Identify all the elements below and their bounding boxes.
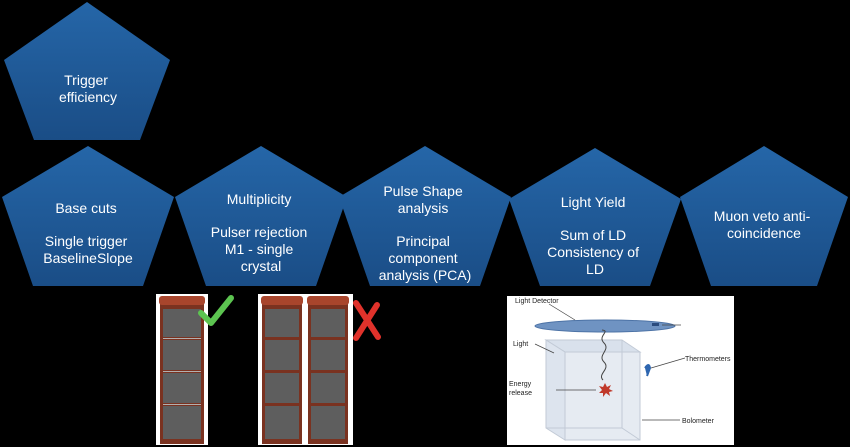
- pentagon-multiplicity: Multiplicity Pulser rejection M1 - singl…: [175, 146, 347, 286]
- pentagon-label: Base cuts Single trigger BaselineSlope: [43, 200, 133, 266]
- pentagon-label: Multiplicity Pulser rejection M1 - singl…: [211, 191, 311, 274]
- cross-mark-icon: [353, 300, 381, 341]
- pentagon-shape: [2, 146, 174, 286]
- pentagon-base-cuts: Base cuts Single trigger BaselineSlope: [2, 146, 174, 286]
- light-detector-schematic: Light Detector Light Energy release Ther…: [507, 296, 734, 445]
- pentagon-shape: [509, 148, 681, 286]
- pentagon-light-yield: Light Yield Sum of LD Consistency of LD: [509, 148, 681, 286]
- pentagon-label: Muon veto anti- coincidence: [714, 208, 814, 241]
- pentagon-muon-veto: Muon veto anti- coincidence: [680, 146, 848, 286]
- label-release: release: [509, 390, 532, 397]
- pentagon-shape: [4, 2, 170, 140]
- check-mark-icon: [198, 295, 234, 326]
- label-light-detector: Light Detector: [515, 298, 559, 305]
- pentagon-label: Trigger efficiency: [59, 72, 117, 105]
- label-bolometer: Bolometer: [682, 418, 715, 425]
- light-wave: [601, 329, 607, 381]
- pentagon-shape: [680, 146, 848, 286]
- pentagon-label: Pulse Shape analysis Principal component…: [379, 183, 472, 283]
- pentagon-shape: [175, 146, 347, 286]
- double-tower-image: [258, 294, 353, 445]
- thermometer: [644, 364, 652, 377]
- label-energy: Energy: [509, 381, 532, 388]
- pentagon-label: Light Yield Sum of LD Consistency of LD: [547, 194, 643, 277]
- pentagon-shape: [339, 146, 511, 286]
- label-light: Light: [513, 341, 528, 348]
- pentagon-trigger-efficiency: Trigger efficiency: [4, 2, 170, 140]
- single-tower-image: [156, 294, 208, 445]
- energy-release-star: [599, 383, 613, 397]
- label-thermometers: Thermometers: [685, 356, 731, 363]
- pentagon-pulse-shape: Pulse Shape analysis Principal component…: [339, 146, 511, 286]
